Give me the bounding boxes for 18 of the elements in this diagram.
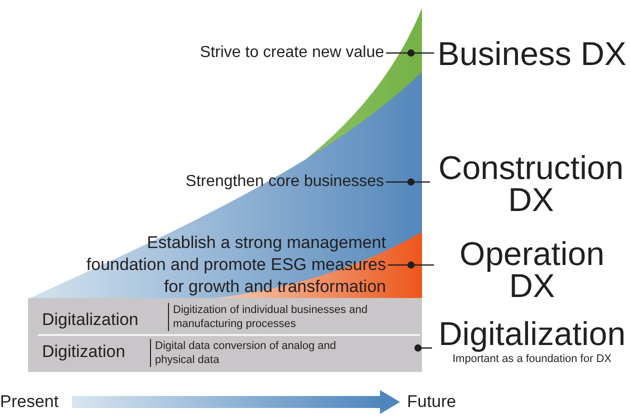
stage-title: Digitalization xyxy=(437,318,627,350)
stage-title: Operation DX xyxy=(458,238,606,302)
leader-line xyxy=(388,264,434,266)
foundation-band xyxy=(28,298,422,372)
stage-title: Construction DX xyxy=(437,152,625,216)
leader-line xyxy=(386,52,434,54)
subtitle-text: Important as a foundation for DX xyxy=(452,352,612,366)
stage-heading: Digitization xyxy=(42,342,126,362)
leader-line xyxy=(414,344,432,352)
goal-text: Strive to create new value xyxy=(200,42,384,63)
description-text: Digitization of individual businesses and manufacturing processes xyxy=(168,303,413,331)
timeline-label: Future xyxy=(407,392,456,412)
description-text: Digital data conversion of analog and physical data xyxy=(150,339,355,367)
leader-line xyxy=(386,181,430,183)
stage-title: Business DX xyxy=(436,38,628,70)
stage-heading: Digitalization xyxy=(42,310,138,330)
goal-text: Strengthen core businesses xyxy=(186,171,384,192)
timeline-label: Present xyxy=(0,392,59,412)
